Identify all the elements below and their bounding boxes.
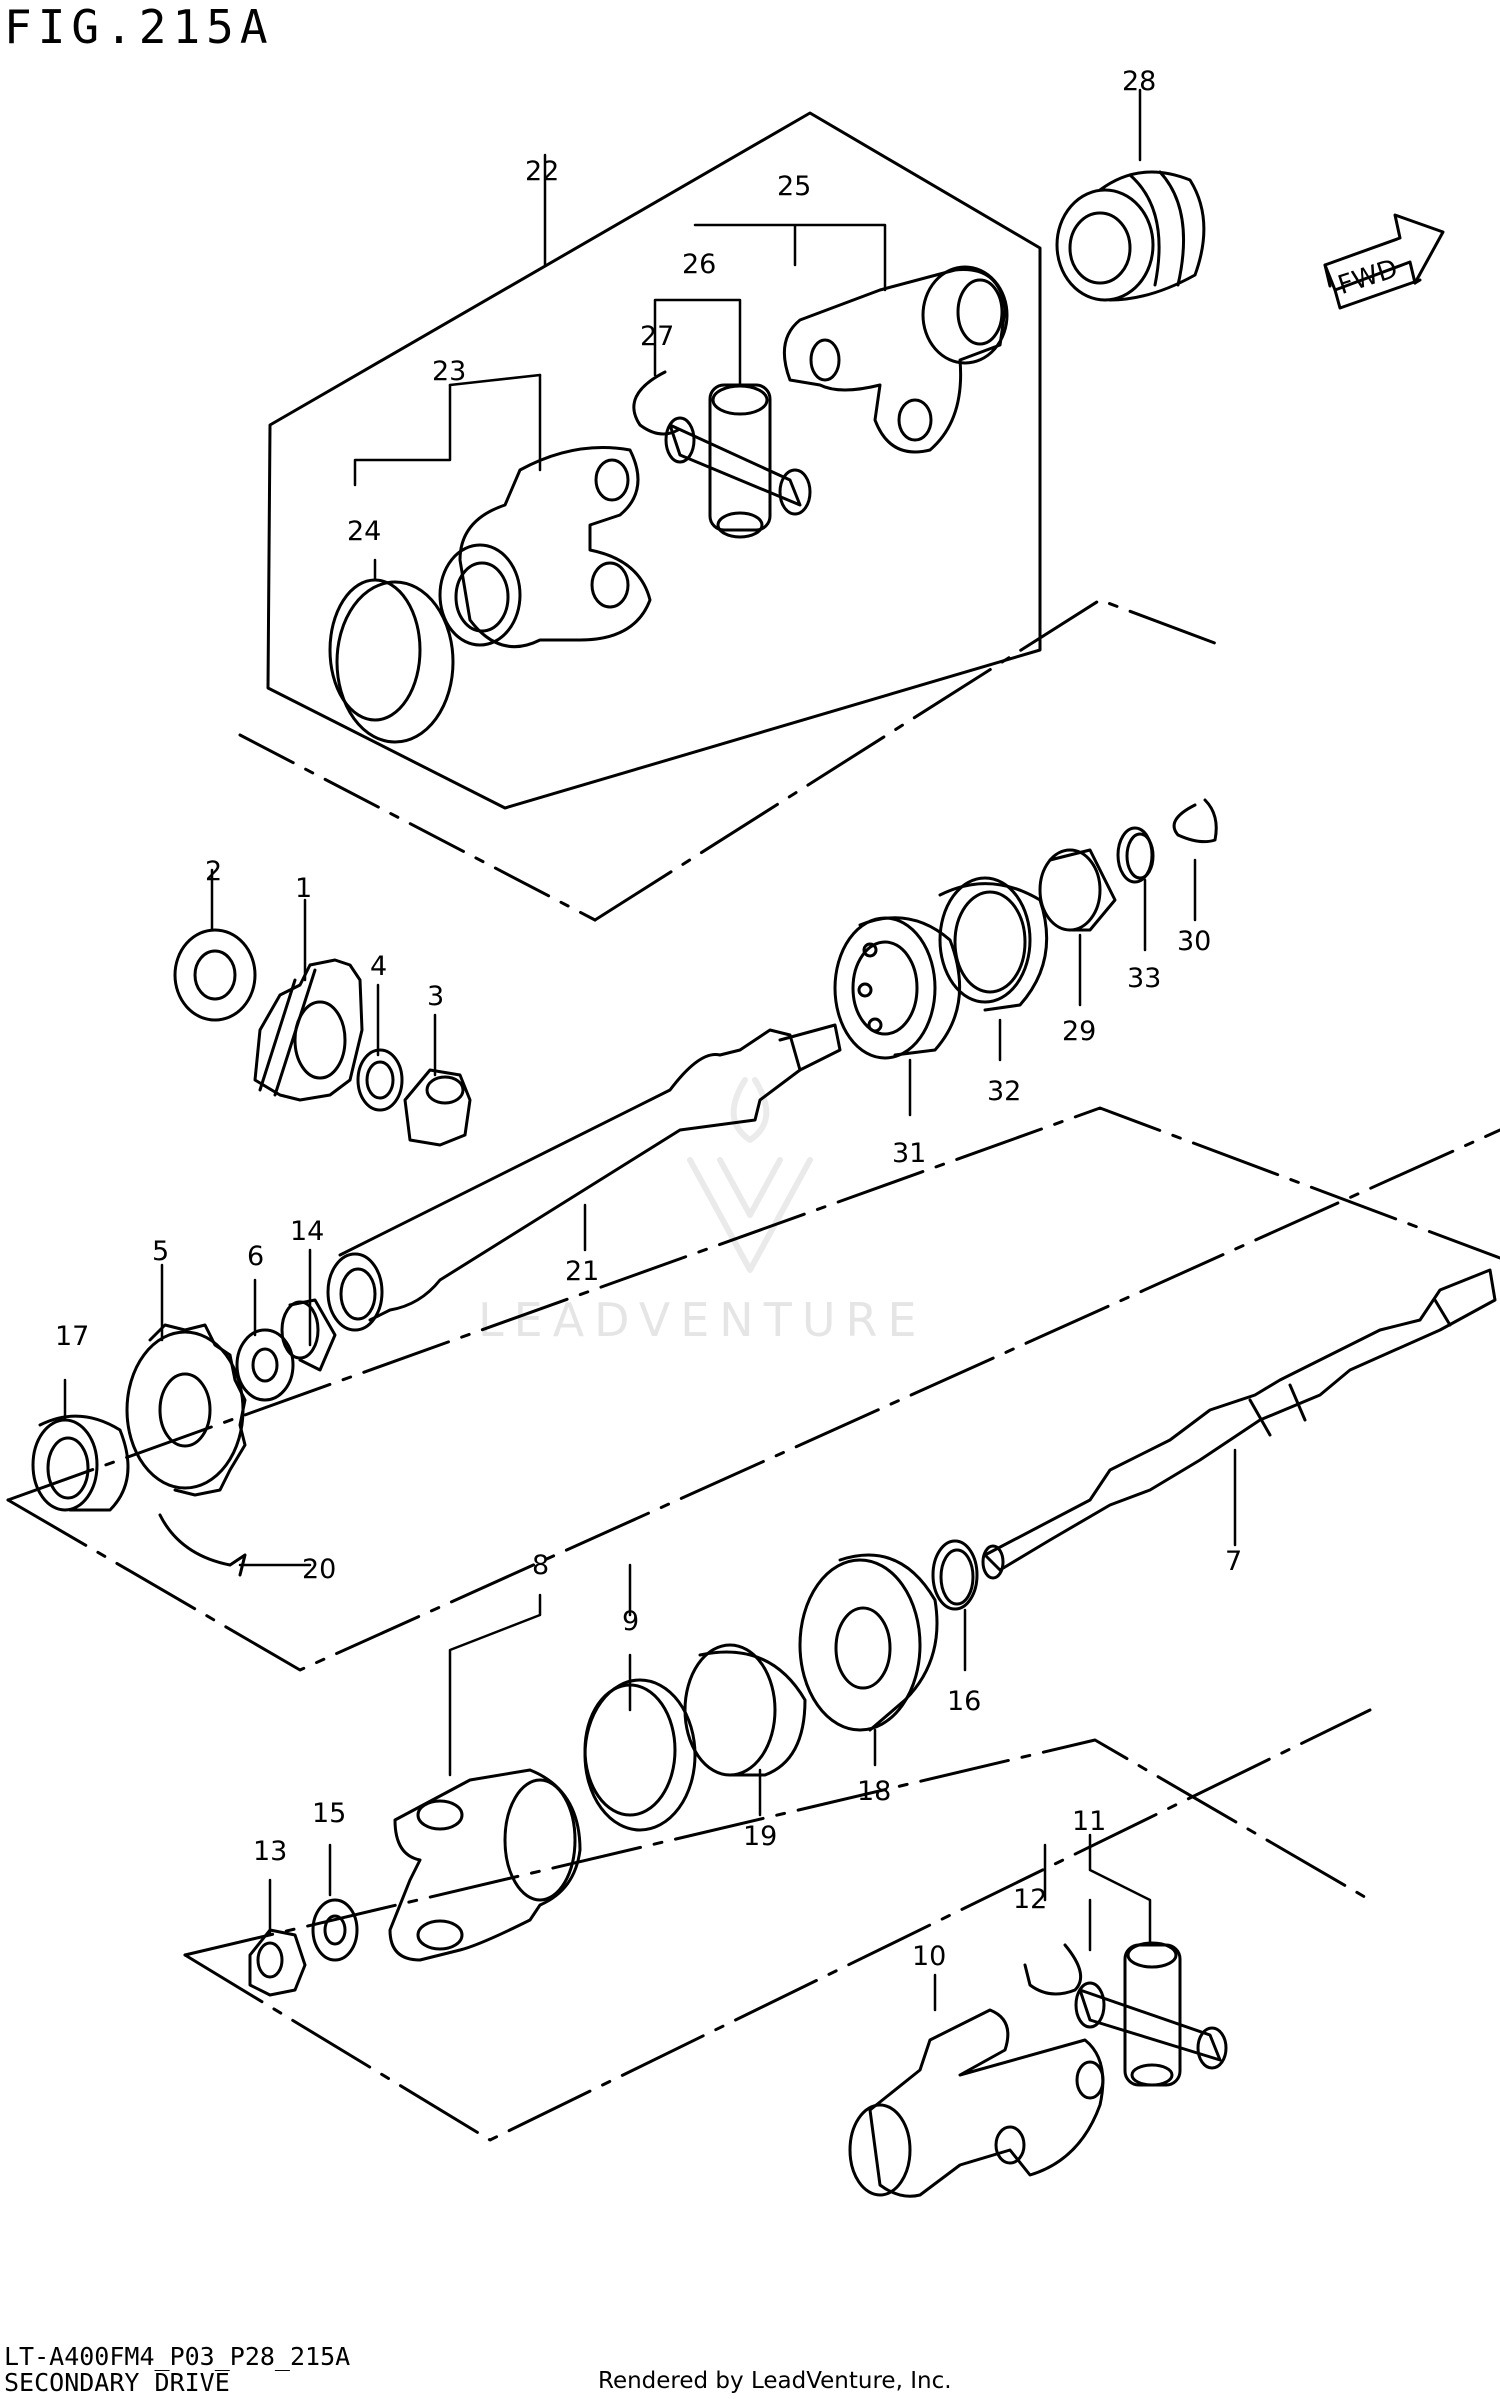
leader-lines [63, 88, 1237, 2012]
watermark-logo-icon [687, 1077, 813, 1273]
drawing-title: SECONDARY DRIVE [4, 2368, 230, 2397]
bearing-part-31 [833, 916, 962, 1060]
panel-yoke-assembly [183, 1708, 1372, 2142]
callout-12: 12 [1013, 1884, 1047, 1915]
boot-part-28 [1055, 170, 1206, 302]
callouts: 1 2 3 4 5 6 7 8 9 10 11 12 13 14 15 16 1… [55, 66, 1242, 1972]
callout-7: 7 [1225, 1546, 1242, 1577]
callout-20: 20 [302, 1554, 336, 1585]
callout-25: 25 [777, 171, 811, 202]
washer-part-6 [235, 1328, 295, 1402]
circlip-part-30 [1172, 798, 1218, 844]
ring-part-33 [1116, 826, 1155, 884]
callout-27: 27 [640, 321, 674, 352]
seal-part-32 [938, 876, 1049, 1012]
bearing-part-18 [798, 1553, 939, 1732]
callout-24: 24 [347, 516, 381, 547]
washer-part-15 [311, 1898, 359, 1962]
seal-part-9 [583, 1678, 697, 1832]
callout-23: 23 [432, 356, 466, 387]
model-code: LT-A400FM4_P03_P28_215A [4, 2342, 351, 2371]
figure-title: FIG.215A [4, 0, 274, 54]
rendered-by-credit: Rendered by LeadVenture, Inc. [598, 2368, 952, 2394]
callout-29: 29 [1062, 1016, 1096, 1047]
callout-4: 4 [370, 951, 387, 982]
collar-part-14 [280, 1298, 337, 1372]
nut-part-13 [248, 1928, 307, 1997]
panel-joint-assembly [238, 111, 1222, 922]
circlip-part-27 [632, 370, 680, 436]
yoke-part-23 [438, 446, 652, 649]
callout-13: 13 [253, 1836, 287, 1867]
callout-17: 17 [55, 1321, 89, 1352]
callout-18: 18 [857, 1776, 891, 1807]
callout-14: 14 [290, 1216, 324, 1247]
watermark-text: LEADVENTURE [478, 1293, 927, 1347]
yoke-part-8 [388, 1768, 582, 1962]
callout-26: 26 [682, 249, 716, 280]
spider-part-26 [664, 383, 812, 539]
oring-part-16 [931, 1539, 979, 1611]
callout-15: 15 [312, 1798, 346, 1829]
callout-21: 21 [565, 1256, 599, 1287]
shaft-part-21 [326, 1023, 842, 1332]
nut-part-3 [403, 1068, 472, 1147]
panel-shaft-assembly [6, 1106, 1500, 1672]
washer-part-2 [173, 928, 257, 1022]
seal-part-24 [328, 578, 455, 744]
callout-33: 33 [1127, 963, 1161, 994]
callout-8: 8 [532, 1550, 549, 1581]
callout-1: 1 [295, 873, 312, 904]
circlip-part-20 [158, 1513, 247, 1577]
callout-10: 10 [912, 1941, 946, 1972]
sprocket-part-5 [125, 1323, 247, 1497]
collar-part-29 [1038, 848, 1117, 932]
callout-19: 19 [743, 1821, 777, 1852]
gear-part-1 [253, 958, 364, 1102]
callout-22: 22 [525, 156, 559, 187]
yoke-part-10 [848, 2008, 1105, 2198]
callout-6: 6 [247, 1241, 264, 1272]
shaft-part-7 [981, 1268, 1497, 1580]
callout-31: 31 [892, 1138, 926, 1169]
washer-part-4 [356, 1048, 404, 1112]
callout-11: 11 [1072, 1806, 1106, 1837]
callout-30: 30 [1177, 926, 1211, 957]
circlip-part-12 [1023, 1943, 1083, 1996]
callout-28: 28 [1122, 66, 1156, 97]
callout-3: 3 [427, 981, 444, 1012]
callout-2: 2 [205, 856, 222, 887]
collar-part-19 [683, 1643, 807, 1777]
yoke-part-25 [782, 265, 1009, 454]
callout-32: 32 [987, 1076, 1021, 1107]
callout-9: 9 [622, 1606, 639, 1637]
callout-16: 16 [947, 1686, 981, 1717]
fwd-arrow-icon [1323, 213, 1445, 310]
callout-5: 5 [152, 1236, 169, 1267]
spider-part-11 [1074, 1941, 1228, 2087]
